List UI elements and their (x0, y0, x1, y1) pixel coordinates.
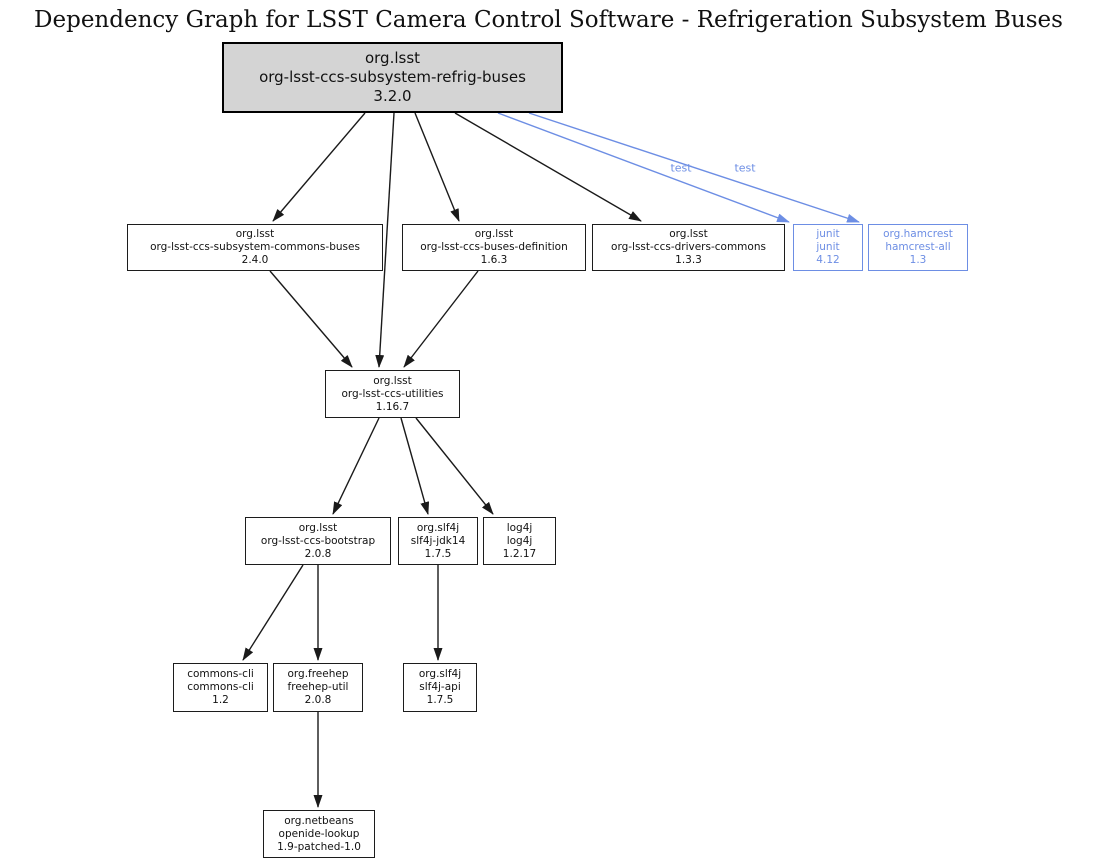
node-version: 1.7.5 (424, 547, 452, 560)
edge-commons-buses-to-utilities (269, 270, 353, 368)
edge-utilities-to-slf4j-jdk14 (400, 417, 430, 515)
node-artifact: freehep-util (287, 681, 349, 693)
node-artifact: org-lsst-ccs-subsystem-commons-buses (150, 241, 360, 253)
node-version: 1.16.7 (375, 400, 410, 413)
edge-refrig-buses-to-commons-buses (272, 112, 366, 222)
node-version: 1.9-patched-1.0 (277, 840, 361, 853)
node-group: org.lsst (669, 228, 708, 240)
node-artifact: org-lsst-ccs-utilities (341, 387, 444, 400)
edge-utilities-to-log4j (415, 417, 494, 515)
node-version: 1.2 (212, 694, 229, 706)
node-group: org.slf4j (416, 521, 460, 534)
edge-bootstrap-to-commons-cli (242, 564, 304, 661)
edge-refrig-buses-to-junit (497, 112, 790, 223)
node-artifact: org-lsst-ccs-buses-definition (420, 241, 568, 253)
node-artifact: slf4j-jdk14 (410, 534, 466, 547)
node-group: org.lsst (298, 521, 338, 534)
node-group: org.netbeans (284, 814, 354, 827)
node-version: 1.7.5 (426, 694, 454, 706)
node-group: log4j (506, 521, 533, 534)
node-artifact: commons-cli (187, 681, 254, 693)
node-artifact: openide-lookup (278, 827, 360, 840)
edge-refrig-buses-to-buses-definition (414, 112, 460, 222)
node-version: 2.0.8 (304, 694, 332, 706)
node-version: 1.3.3 (675, 254, 702, 266)
node-artifact: org-lsst-ccs-bootstrap (260, 534, 376, 547)
node-artifact: junit (816, 241, 840, 253)
edge-refrig-buses-to-drivers-commons (454, 112, 642, 222)
node-artifact: org-lsst-ccs-drivers-commons (611, 241, 766, 253)
node-version: 3.2.0 (373, 87, 412, 105)
node-version: 4.12 (816, 254, 840, 266)
node-version: 1.2.17 (502, 547, 537, 560)
node-group: commons-cli (187, 668, 254, 680)
node-artifact: log4j (506, 534, 533, 547)
node-artifact: hamcrest-all (885, 241, 951, 253)
node-group: org.lsst (373, 374, 412, 387)
edge-buses-definition-to-utilities (403, 270, 479, 368)
edge-scope-label: test (670, 161, 692, 175)
edge-utilities-to-bootstrap (332, 417, 380, 515)
node-group: org.lsst (474, 228, 514, 240)
node-version: 1.6.3 (480, 254, 508, 266)
node-group: org.hamcrest (883, 228, 953, 240)
edge-scope-label: test (734, 161, 756, 175)
node-version: 2.0.8 (304, 547, 332, 560)
edge-refrig-buses-to-utilities (375, 112, 395, 368)
node-version: 1.3 (909, 254, 927, 266)
node-group: org.lsst (235, 228, 275, 240)
node-group: junit (816, 228, 840, 240)
node-artifact: org-lsst-ccs-subsystem-refrig-buses (259, 68, 526, 86)
node-group: org.lsst (364, 49, 421, 67)
page-title: Dependency Graph for LSST Camera Control… (34, 7, 1063, 33)
edge-refrig-buses-to-hamcrest (528, 112, 860, 223)
node-group: org.slf4j (418, 668, 462, 680)
node-artifact: slf4j-api (419, 681, 461, 693)
node-version: 2.4.0 (241, 254, 269, 266)
node-group: org.freehep (287, 668, 349, 680)
